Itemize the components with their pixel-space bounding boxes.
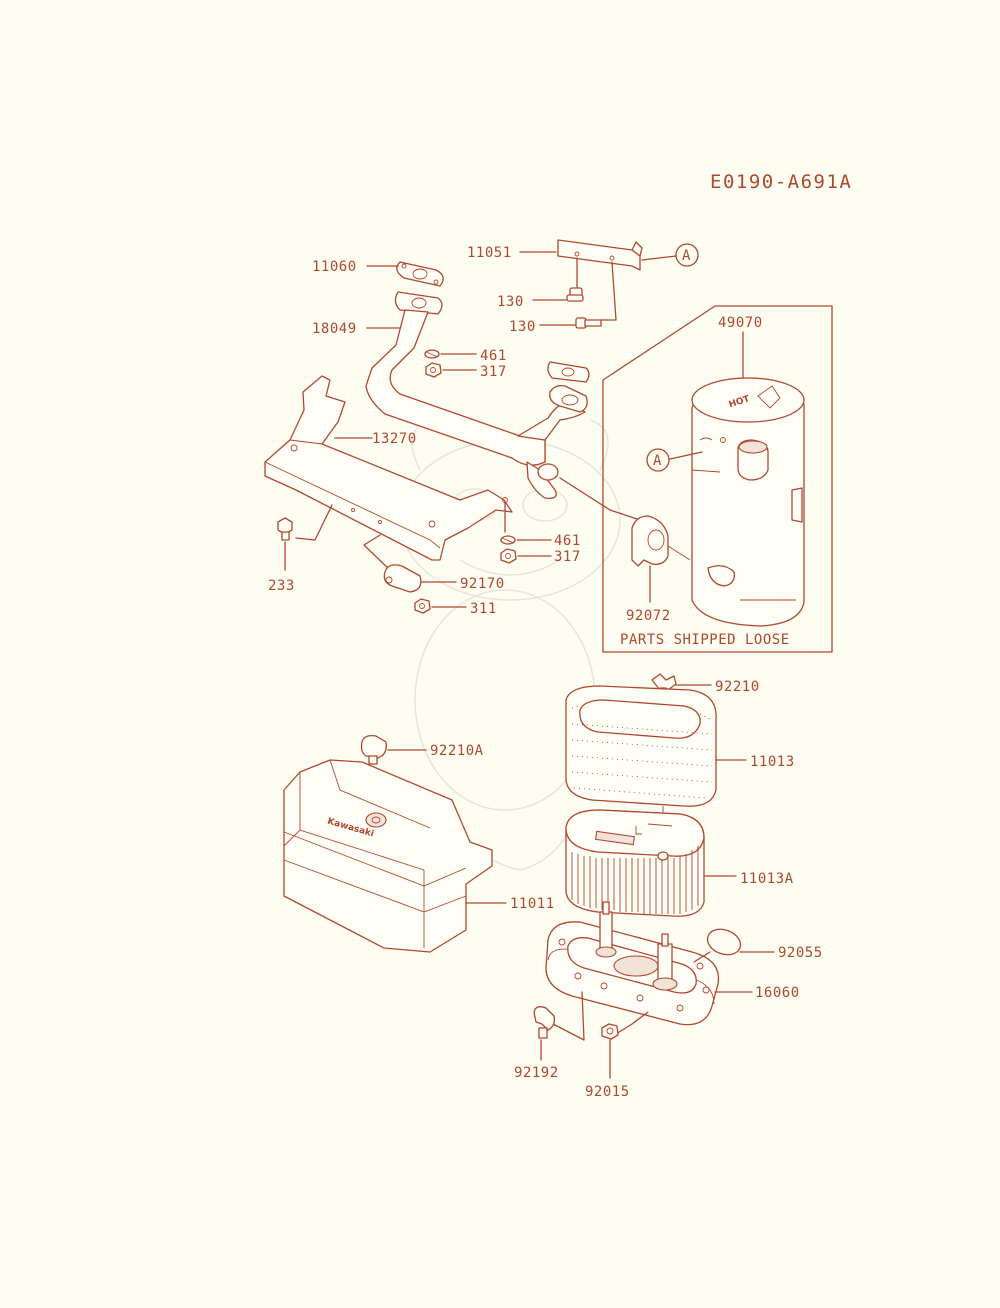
bolt-233 <box>277 517 293 541</box>
bolt-130-lower <box>575 317 602 329</box>
label-233: 233 <box>268 578 295 594</box>
bracket-11051 <box>557 239 643 271</box>
label-92192: 92192 <box>514 1065 559 1081</box>
fitting-92192 <box>533 1006 556 1039</box>
label-92055: 92055 <box>778 945 823 961</box>
leader-92170-a <box>363 534 393 573</box>
nut-92015 <box>601 1023 619 1040</box>
ref-marker-box-letter: A <box>653 453 662 469</box>
parts-shipped-loose-box <box>602 305 833 653</box>
label-317-lower: 317 <box>554 549 581 565</box>
washer-461-lower <box>500 535 516 545</box>
nut-311 <box>414 598 431 614</box>
leader-233-a <box>295 504 333 541</box>
label-11013: 11013 <box>750 754 795 770</box>
ref-marker-top <box>675 243 699 267</box>
label-11051: 11051 <box>467 245 512 261</box>
nut-317-lower <box>500 548 517 564</box>
box-caption: PARTS SHIPPED LOOSE <box>620 632 790 648</box>
label-16060: 16060 <box>755 985 800 1001</box>
label-461-upper: 461 <box>480 348 507 364</box>
label-11060: 11060 <box>312 259 357 275</box>
label-311: 311 <box>470 601 497 617</box>
leader-130-bottom-a <box>599 261 617 321</box>
cover-11011: Kawasaki <box>283 759 493 953</box>
ref-marker-box <box>646 448 670 472</box>
gasket-11060 <box>396 261 444 287</box>
label-92210A: 92210A <box>430 743 484 759</box>
bolt-130-upper <box>566 287 584 302</box>
label-11011: 11011 <box>510 896 555 912</box>
label-130-lower: 130 <box>509 319 536 335</box>
heat-shield-13270 <box>264 375 513 561</box>
leader-pipe-to-clamp <box>559 477 641 521</box>
label-317-upper: 317 <box>480 364 507 380</box>
label-18049: 18049 <box>312 321 357 337</box>
leader-ref-a-box <box>669 451 703 460</box>
label-130-upper: 130 <box>497 294 524 310</box>
nut-317-upper <box>425 362 442 378</box>
clamp-92170 <box>383 564 422 593</box>
label-461-lower: 461 <box>554 533 581 549</box>
washer-461-upper <box>424 349 440 359</box>
label-92170: 92170 <box>460 576 505 592</box>
leader-92055-b <box>693 951 711 963</box>
ref-marker-top-letter: A <box>682 248 691 264</box>
o-ring-92055 <box>706 928 742 956</box>
muffler-49070: HOT <box>691 377 805 627</box>
knob-92210A <box>360 734 387 765</box>
label-92015: 92015 <box>585 1084 630 1100</box>
label-92210: 92210 <box>715 679 760 695</box>
label-13270: 13270 <box>372 431 417 447</box>
label-92072: 92072 <box>626 608 671 624</box>
leader-92015-a <box>615 1011 649 1035</box>
exhaust-pipe-18049 <box>365 291 590 499</box>
base-16060 <box>545 901 720 1026</box>
label-11013A: 11013A <box>740 871 794 887</box>
clamp-92072 <box>631 515 691 567</box>
leader-ref-a-top <box>641 255 677 261</box>
diagram-code: E0190-A691A <box>710 171 852 193</box>
label-49070: 49070 <box>718 315 763 331</box>
paper-filter-11013A <box>565 809 705 917</box>
leader-92192-a <box>552 991 585 1041</box>
pre-cleaner-11013 <box>565 685 717 807</box>
